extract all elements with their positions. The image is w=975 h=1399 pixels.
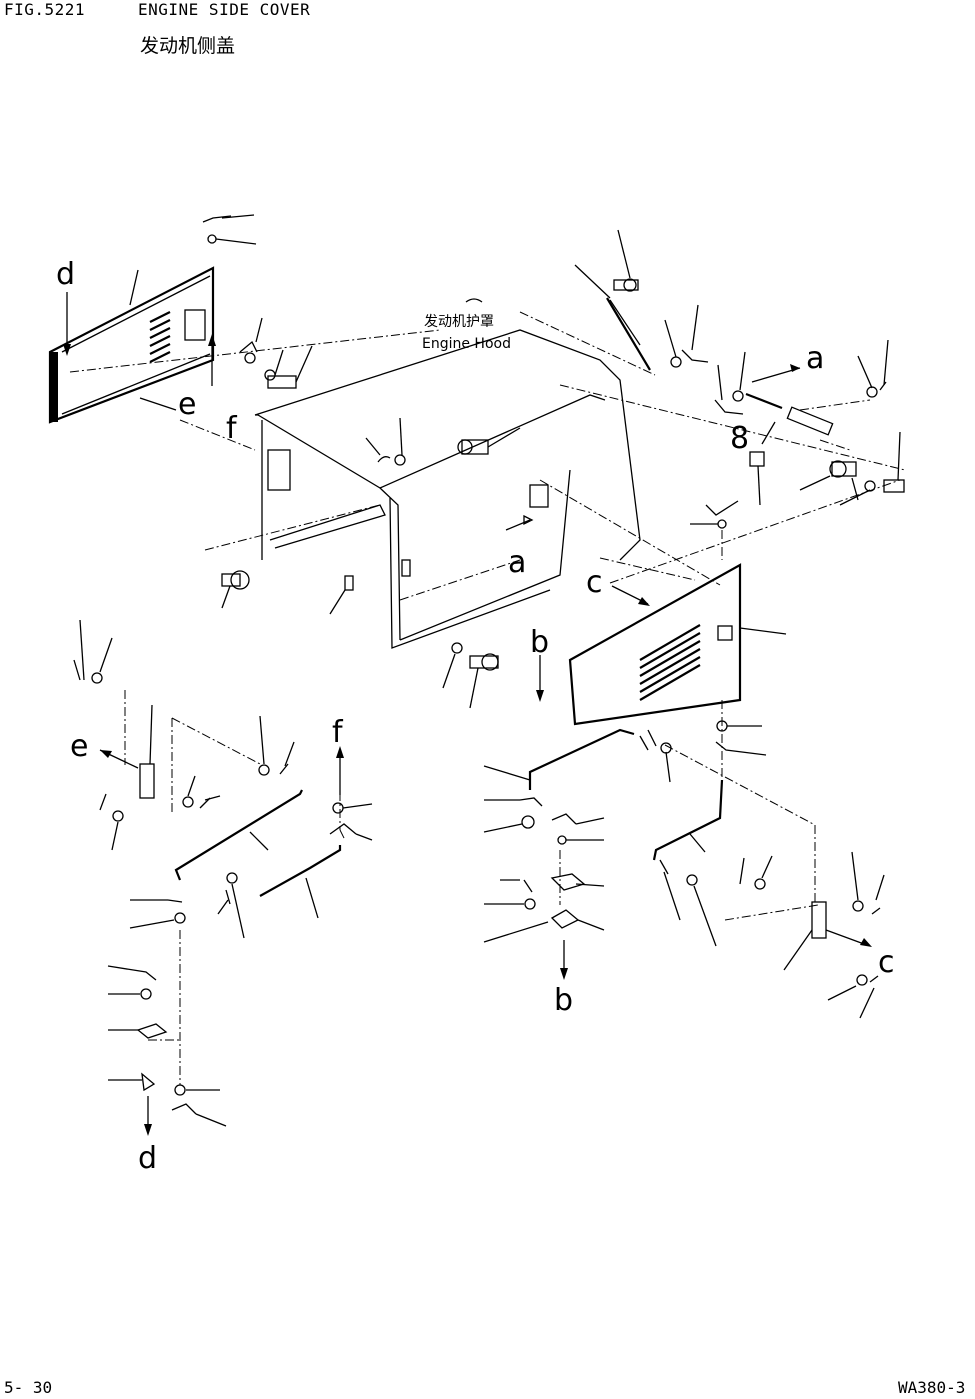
page-number: 5- 30	[4, 1378, 53, 1397]
callout-e-bottom: e	[70, 729, 88, 764]
callout-f-bottom: f	[332, 715, 344, 750]
hood-label-chinese: 发动机护罩	[424, 314, 494, 330]
right-latch-linkage	[483, 728, 885, 1019]
figure-number: FIG.5221	[4, 0, 86, 19]
figure-title: ENGINE SIDE COVER	[138, 0, 311, 19]
figure-title-chinese: 发动机侧盖	[140, 35, 236, 57]
callout-b-door: b	[530, 625, 549, 660]
left-door-vent-slots	[149, 311, 171, 363]
left-door-hardware	[202, 214, 313, 389]
right-door-vent-slots	[639, 624, 701, 701]
callout-8: 8	[730, 421, 749, 456]
callout-arrows	[63, 292, 650, 1136]
callout-f-top: f	[226, 411, 238, 446]
right-side-door	[568, 500, 787, 756]
alignment-lines	[69, 311, 906, 1085]
callout-c-door: c	[586, 565, 603, 600]
callout-labels: d e f a a 8 c b e f b c d	[56, 257, 895, 1176]
hood-center-parts	[221, 417, 534, 709]
callout-a-right: a	[806, 341, 824, 376]
hood-label-english: Engine Hood	[422, 336, 511, 352]
callout-d-bottom: d	[138, 1141, 157, 1176]
engine-hood	[254, 329, 641, 649]
hood-label-leader	[465, 298, 483, 303]
callout-b-bottom: b	[554, 983, 573, 1018]
left-side-door	[48, 266, 215, 424]
callout-a-hood: a	[508, 545, 526, 580]
model-code: WA380-3	[898, 1378, 966, 1397]
left-latch-linkage	[73, 619, 373, 1127]
callout-e-top: e	[178, 387, 196, 422]
callout-d-top: d	[56, 257, 75, 292]
callout-c-bottom: c	[878, 945, 895, 980]
gas-spring-strut	[574, 229, 709, 371]
right-upper-hardware	[714, 339, 905, 506]
